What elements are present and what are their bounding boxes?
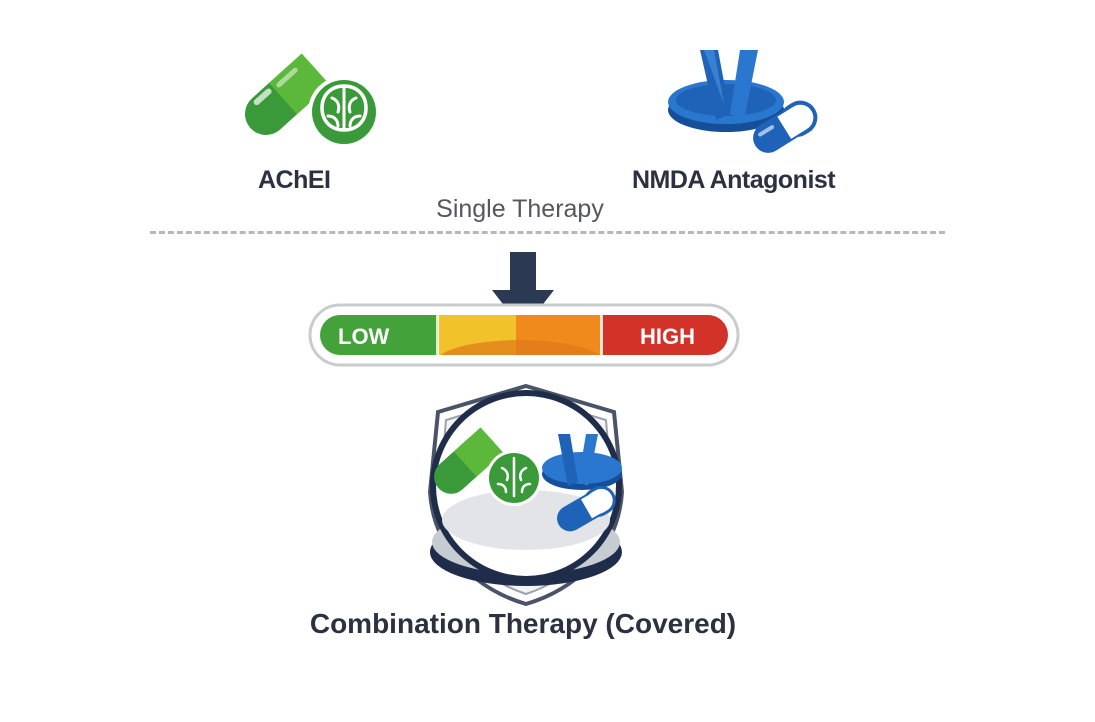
capsule-icon — [753, 100, 818, 153]
single-therapy-label: Single Therapy — [436, 195, 604, 223]
capsule-icon — [244, 53, 330, 135]
risk-segment-high — [602, 315, 728, 355]
achei-icon — [244, 53, 380, 148]
brain-icon — [308, 76, 380, 148]
risk-low-label: LOW — [338, 324, 390, 349]
risk-segment-low — [320, 315, 438, 355]
v-block-icon — [700, 50, 758, 120]
section-divider — [150, 231, 945, 234]
mini-blue-capsule-icon — [557, 485, 616, 532]
shield-combo-icon — [427, 383, 625, 607]
achei-label: AChEI — [258, 166, 331, 194]
mini-brain-icon — [486, 450, 542, 506]
nmda-label: NMDA Antagonist — [632, 166, 836, 194]
risk-high-label: HIGH — [640, 324, 695, 349]
nmda-icon — [668, 50, 818, 153]
mini-tablet-icon — [542, 434, 622, 490]
combination-therapy-label: Combination Therapy (Covered) — [309, 608, 737, 639]
mini-capsule-icon — [434, 427, 504, 494]
down-arrow-icon — [492, 252, 554, 330]
risk-scale: LOW HIGH — [308, 303, 740, 367]
